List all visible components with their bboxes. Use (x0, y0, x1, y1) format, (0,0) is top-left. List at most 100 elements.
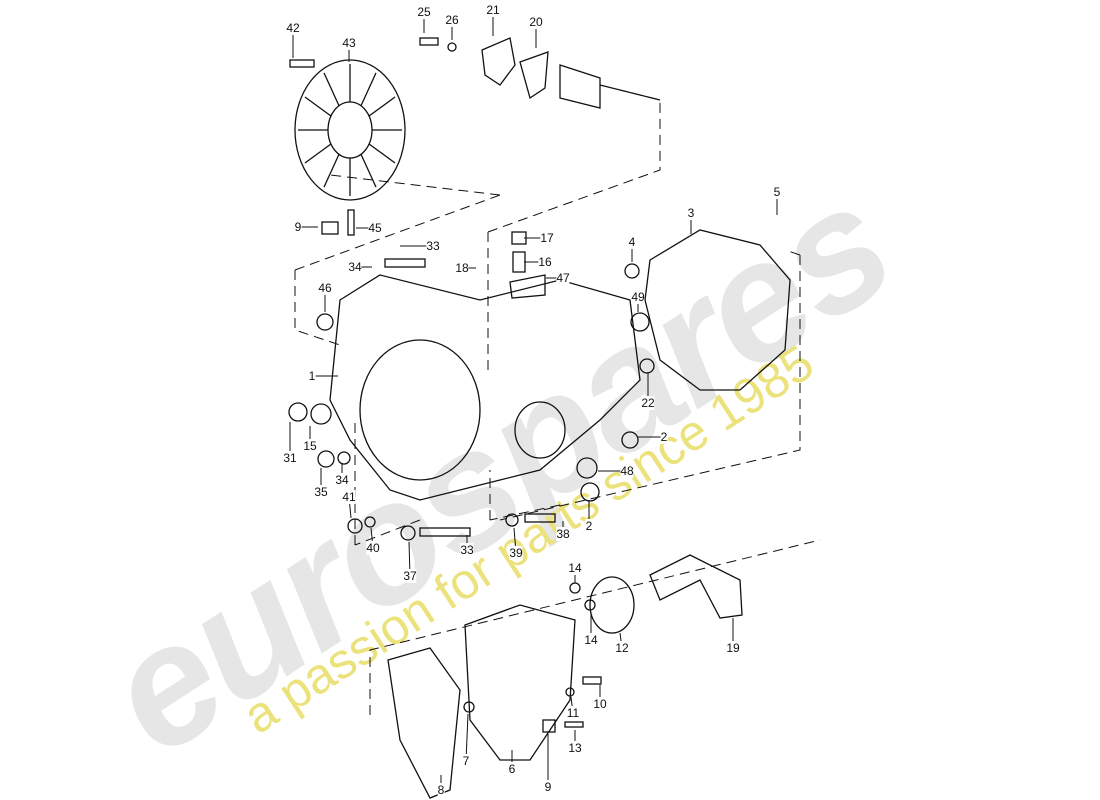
assembly-dashed-line (499, 249, 801, 521)
rear-cover-rib (360, 72, 377, 107)
rear-cover-rib (368, 143, 396, 164)
callout-label: 2 (660, 430, 668, 444)
callout-label: 4 (628, 235, 636, 249)
callout-label: 34 (335, 473, 349, 487)
sleeve-part (511, 231, 527, 245)
washer-part (639, 358, 655, 374)
callout-label: 33 (426, 239, 440, 253)
cover-plate-part (481, 37, 516, 86)
callout-label: 22 (641, 396, 655, 410)
small-part (584, 599, 596, 611)
small-part (569, 582, 581, 594)
washer-part (624, 263, 640, 279)
assembly-dashed-line (487, 89, 661, 370)
callout-label: 46 (318, 281, 332, 295)
washer-part (317, 450, 335, 468)
callout-label: 9 (544, 780, 552, 794)
rear-cover-rib (304, 143, 332, 164)
callout-label: 16 (538, 255, 552, 269)
callout-label: 8 (437, 783, 445, 797)
callout-label: 11 (566, 706, 580, 720)
callout-label: 25 (417, 5, 431, 19)
callout-label: 49 (631, 290, 645, 304)
washer-part (580, 482, 600, 502)
callout-label: 47 (556, 271, 570, 285)
callout-label: 13 (568, 741, 582, 755)
block-part (542, 719, 556, 733)
callout-label: 34 (348, 260, 362, 274)
washer-part (576, 457, 598, 479)
sleeve-part (512, 251, 526, 273)
callout-label: 42 (286, 21, 300, 35)
washer-part (347, 518, 363, 534)
callout-label: 38 (556, 527, 570, 541)
rear-cover-rib (368, 96, 396, 117)
washer-part (337, 451, 351, 465)
small-part (565, 687, 575, 697)
callout-label: 5 (773, 185, 781, 199)
gasket-part (387, 647, 461, 799)
bolt-part (419, 527, 471, 537)
bolt-part (289, 59, 315, 68)
pin-part (347, 209, 355, 236)
front-cover-part (464, 604, 576, 761)
callout-label: 14 (584, 633, 598, 647)
washer-part (316, 313, 334, 331)
washer-part (505, 513, 519, 527)
callout-label: 12 (615, 641, 629, 655)
callout-label: 18 (455, 261, 469, 275)
callout-label: 48 (620, 464, 634, 478)
assembly-dashed-line (354, 420, 421, 546)
callout-label: 26 (445, 13, 459, 27)
intermediate-plate-part (644, 229, 791, 391)
callout-label: 39 (509, 546, 523, 560)
rear-cover-rib (360, 153, 377, 188)
small-part (463, 701, 475, 713)
callout-leader-line (465, 713, 469, 762)
bolt-part (384, 258, 426, 268)
callout-label: 37 (403, 569, 417, 583)
callout-label: 6 (508, 762, 516, 776)
washer-part (310, 403, 332, 425)
housing-bell (359, 339, 481, 481)
spring-part (559, 64, 661, 109)
bracket-part (509, 274, 546, 299)
rear-cover-part (294, 59, 406, 201)
transmission-housing-part (329, 274, 641, 501)
callout-label: 33 (460, 543, 474, 557)
callout-label: 7 (462, 754, 470, 768)
callout-label: 19 (726, 641, 740, 655)
callout-label: 10 (593, 697, 607, 711)
seal-part (589, 576, 635, 634)
callout-label: 9 (294, 220, 302, 234)
assembly-dashed-line (489, 470, 561, 521)
rear-cover-bore (327, 101, 373, 159)
callout-label: 20 (529, 15, 543, 29)
callout-label: 35 (314, 485, 328, 499)
washer-part (621, 431, 639, 449)
washer-part (447, 42, 457, 52)
rear-cover-rib (304, 96, 332, 117)
callout-label: 3 (687, 206, 695, 220)
washer-part (630, 312, 650, 332)
callout-label: 31 (283, 451, 297, 465)
bolt-part (582, 676, 602, 685)
washer-part (400, 525, 416, 541)
washer-part (364, 516, 376, 528)
callout-label: 1 (308, 369, 316, 383)
rear-cover-rib (323, 72, 340, 107)
callout-label: 40 (366, 541, 380, 555)
callout-label: 21 (486, 3, 500, 17)
block-part (321, 221, 339, 235)
washer-part (288, 402, 308, 422)
pin-part (564, 721, 584, 728)
callout-label: 43 (342, 36, 356, 50)
gasket-part (519, 51, 549, 100)
bolt-part (419, 37, 439, 46)
callout-label: 2 (585, 519, 593, 533)
bolt-part (524, 513, 556, 523)
callout-label: 17 (540, 231, 554, 245)
assembly-dashed-line (369, 539, 821, 715)
